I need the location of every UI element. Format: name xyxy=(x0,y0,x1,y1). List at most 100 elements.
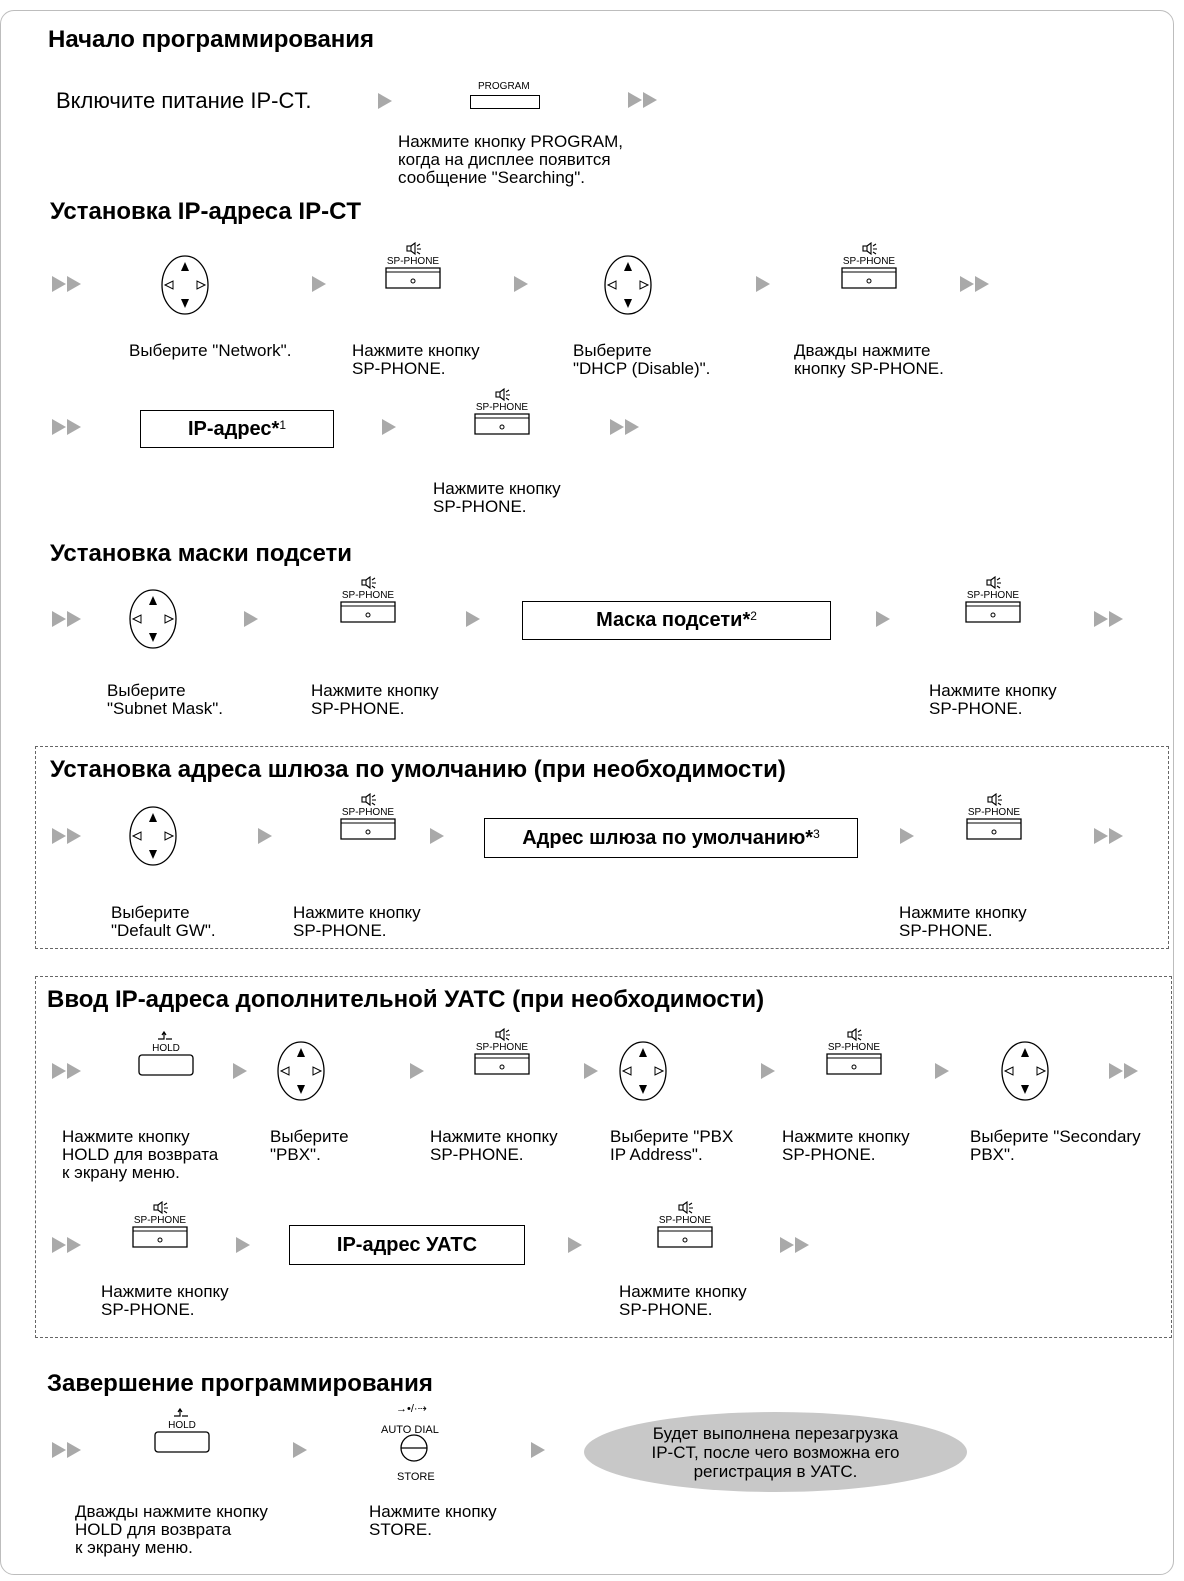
caption-select-dhcp: Выберите "DHCP (Disable)". xyxy=(573,341,711,378)
sp-phone-label: SP-PHONE xyxy=(828,1042,881,1053)
caption-press-sp-phone: Нажмите кнопку SP-PHONE. xyxy=(782,1127,910,1164)
caption-press-sp-phone: Нажмите кнопку SP-PHONE. xyxy=(433,479,561,516)
arrow xyxy=(236,1237,250,1253)
double-arrow xyxy=(960,276,994,292)
caption-select-pbx-ip: Выберите "PBX IP Address". xyxy=(610,1127,734,1164)
arrow xyxy=(293,1442,307,1458)
down-icon xyxy=(297,1085,305,1094)
down-icon xyxy=(624,299,632,308)
heading-start: Начало программирования xyxy=(48,26,375,53)
navigator-key[interactable] xyxy=(160,254,210,316)
footnote-ref: 3 xyxy=(813,826,820,841)
double-arrow xyxy=(52,611,86,627)
navigator-key[interactable] xyxy=(1000,1040,1050,1102)
caption-press-sp-phone: Нажмите кнопку SP-PHONE. xyxy=(352,341,480,378)
caption-press-sp-phone-twice: Дважды нажмите кнопку SP-PHONE. xyxy=(794,341,944,378)
sp-phone-key[interactable]: SP-PHONE xyxy=(655,1200,715,1249)
heading-subnet-mask: Установка маски подсети xyxy=(50,540,353,567)
right-icon xyxy=(1036,1066,1047,1076)
double-arrow xyxy=(52,1063,86,1079)
down-icon xyxy=(1021,1085,1029,1094)
sp-phone-key[interactable]: SP-PHONE xyxy=(130,1200,190,1249)
caption-press-sp-phone: Нажмите кнопку SP-PHONE. xyxy=(619,1282,747,1319)
hold-icon xyxy=(174,1407,188,1417)
double-arrow xyxy=(610,419,644,435)
arrow xyxy=(935,1063,949,1079)
sp-phone-key[interactable]: SP-PHONE xyxy=(472,387,532,436)
heading-end: Завершение программирования xyxy=(47,1370,433,1397)
sp-phone-key[interactable]: SP-PHONE xyxy=(839,241,899,290)
sp-phone-key[interactable]: SP-PHONE xyxy=(383,241,443,290)
sp-phone-key[interactable]: SP-PHONE xyxy=(824,1027,884,1076)
subnet-mask-field[interactable]: Маска подсети*2 xyxy=(522,601,831,640)
navigator-key[interactable] xyxy=(603,254,653,316)
default-gateway-field[interactable]: Адрес шлюза по умолчанию*3 xyxy=(484,818,858,858)
sp-phone-key-graphic: SP-PHONE xyxy=(965,575,1021,623)
sp-phone-label: SP-PHONE xyxy=(968,807,1021,818)
sp-phone-key-graphic: SP-PHONE xyxy=(340,575,396,623)
program-button[interactable] xyxy=(470,95,540,109)
sp-phone-key-graphic: SP-PHONE xyxy=(474,387,530,435)
heading-ip: Установка IP-адреса IP-CT xyxy=(50,198,362,225)
double-arrow xyxy=(1094,828,1128,844)
caption-press-hold: Нажмите кнопку HOLD для возврата к экран… xyxy=(62,1127,219,1182)
navigator-key-graphic xyxy=(129,806,177,866)
up-icon xyxy=(624,262,632,271)
sp-phone-key[interactable]: SP-PHONE xyxy=(338,792,398,841)
ip-address-label: IP-адрес* xyxy=(187,417,280,440)
down-icon xyxy=(149,850,157,859)
store-label: STORE xyxy=(397,1471,435,1483)
arrow xyxy=(761,1063,775,1079)
arrow xyxy=(900,828,914,844)
up-icon xyxy=(297,1048,305,1057)
left-icon xyxy=(1003,1066,1014,1076)
hold-key[interactable]: HOLD xyxy=(152,1406,212,1454)
speaker-icon xyxy=(678,1200,693,1215)
navigator-key-graphic xyxy=(1001,1041,1049,1101)
sp-phone-key-graphic: SP-PHONE xyxy=(385,241,441,289)
arrow xyxy=(756,276,770,292)
left-icon xyxy=(621,1066,632,1076)
caption-select-network: Выберите "Network". xyxy=(129,341,292,360)
arrow xyxy=(378,93,392,109)
sp-phone-key-graphic: SP-PHONE xyxy=(474,1027,530,1075)
sp-phone-label: SP-PHONE xyxy=(342,590,395,601)
caption-press-store: Нажмите кнопку STORE. xyxy=(369,1502,497,1539)
sp-phone-key[interactable]: SP-PHONE xyxy=(338,575,398,624)
heading-default-gateway: Установка адреса шлюза по умолчанию (при… xyxy=(50,756,786,783)
sp-phone-key[interactable]: SP-PHONE xyxy=(963,575,1023,624)
right-icon xyxy=(164,831,175,841)
svg-text:→•/·⇢: →•/·⇢ xyxy=(396,1403,427,1415)
sp-phone-label: SP-PHONE xyxy=(387,256,440,267)
hold-label: HOLD xyxy=(168,1420,196,1431)
double-arrow xyxy=(52,419,86,435)
sp-phone-label: SP-PHONE xyxy=(476,402,529,413)
navigator-key[interactable] xyxy=(128,805,178,867)
navigator-key[interactable] xyxy=(276,1040,326,1102)
right-icon xyxy=(196,280,207,290)
hold-label: HOLD xyxy=(152,1043,180,1054)
ip-address-field[interactable]: IP-адрес*1 xyxy=(140,410,334,448)
up-icon xyxy=(149,596,157,605)
left-icon xyxy=(163,280,174,290)
hold-key[interactable]: HOLD xyxy=(136,1029,196,1077)
navigator-key[interactable] xyxy=(128,588,178,650)
arrow xyxy=(258,828,272,844)
navigator-key-graphic xyxy=(129,589,177,649)
navigator-key[interactable] xyxy=(618,1040,668,1102)
pbx-ip-field[interactable]: IP-адрес УАТС xyxy=(289,1225,525,1265)
sp-phone-key[interactable]: SP-PHONE xyxy=(472,1027,532,1076)
store-key[interactable]: →•/·⇢ AUTO DIAL STORE xyxy=(378,1402,458,1484)
left-icon xyxy=(279,1066,290,1076)
arrow xyxy=(382,419,396,435)
caption-press-sp-phone: Нажмите кнопку SP-PHONE. xyxy=(929,681,1057,718)
sp-phone-key[interactable]: SP-PHONE xyxy=(964,792,1024,841)
outer-frame xyxy=(0,10,1174,1575)
arrow xyxy=(244,611,258,627)
caption-select-default-gw: Выберите "Default GW". xyxy=(111,903,216,940)
default-gateway-section xyxy=(35,746,1169,949)
caption-press-sp-phone: Нажмите кнопку SP-PHONE. xyxy=(899,903,1027,940)
caption-select-secondary-pbx: Выберите "Secondary PBX". xyxy=(970,1127,1141,1164)
hold-icon xyxy=(158,1030,172,1040)
double-arrow xyxy=(1094,611,1128,627)
